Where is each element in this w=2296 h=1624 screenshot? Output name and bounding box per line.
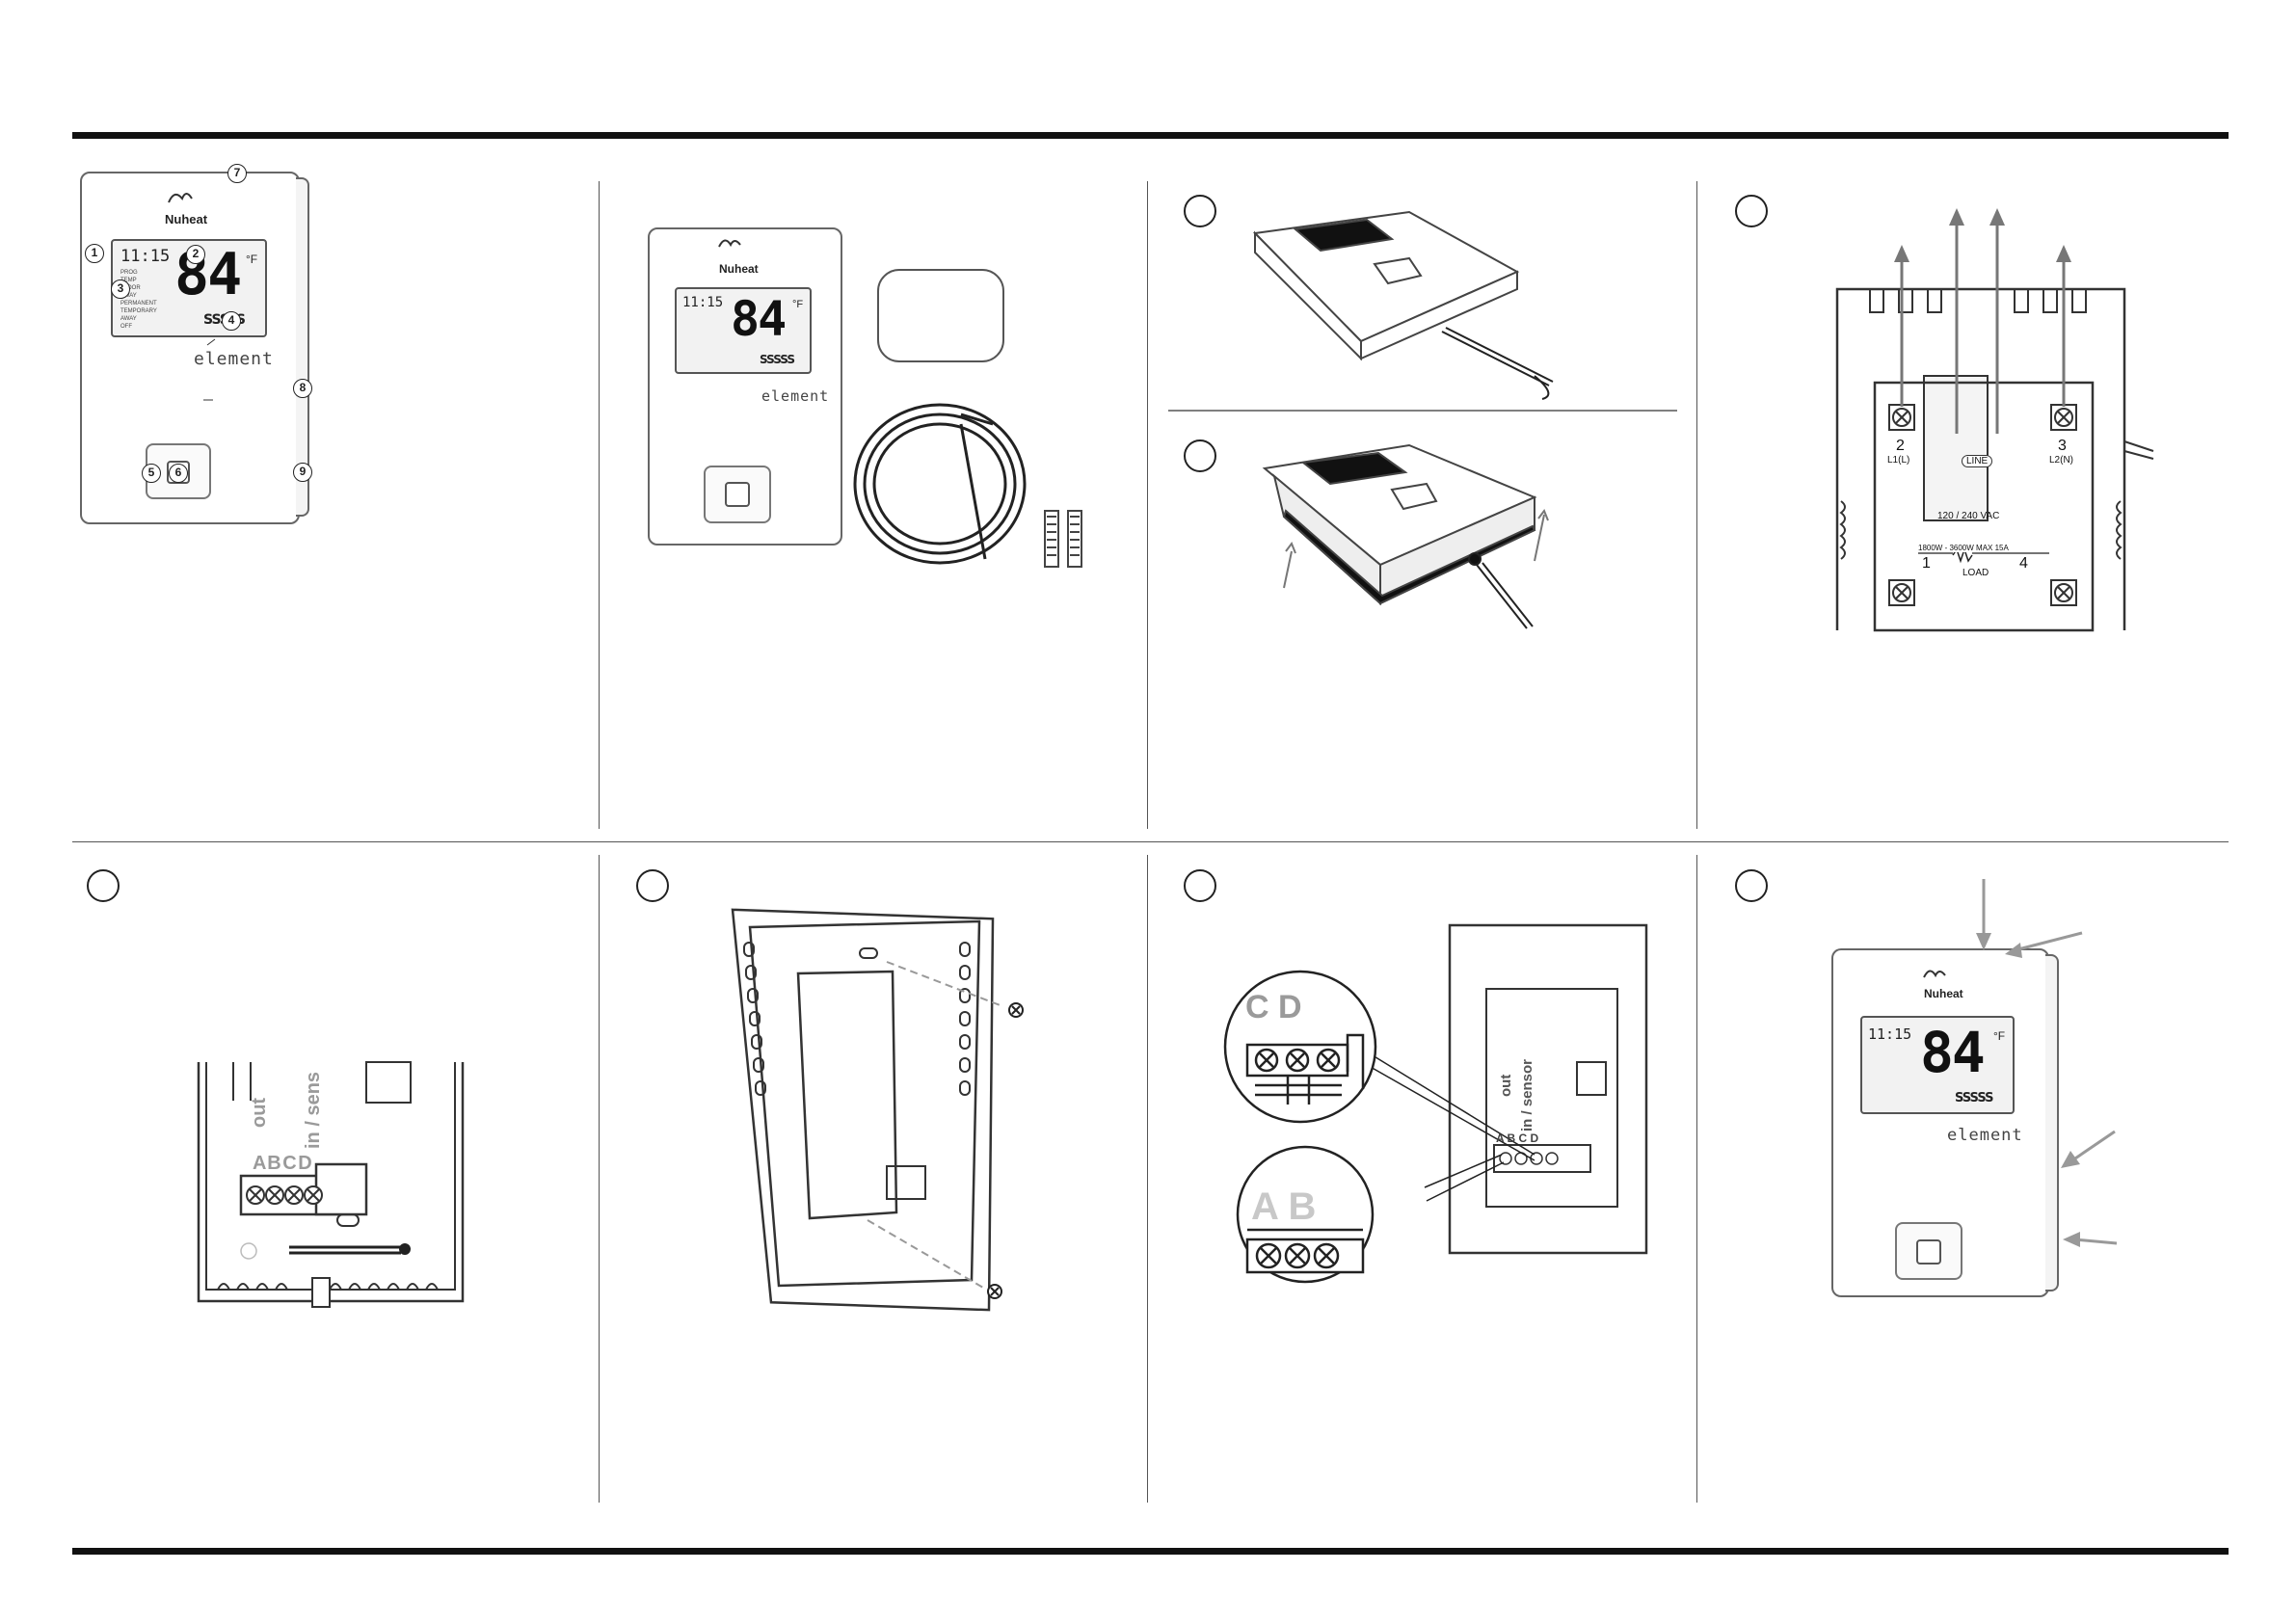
callout-3: 3: [111, 280, 130, 299]
terminal-2-number: 2: [1896, 438, 1905, 455]
contents-brand-label: Nuheat: [719, 262, 759, 276]
zoom-letters: A B C D: [1496, 1131, 1538, 1145]
terminal-4-number: 4: [2019, 555, 2028, 572]
tilted-thermostat-1: [1255, 212, 1517, 359]
sensor-out-label: out: [249, 1098, 271, 1128]
screwdriver-1: [1442, 328, 1553, 399]
screwdriver-2: [1469, 553, 1533, 628]
line-label: LINE: [1962, 455, 1992, 467]
sensor-zoom-drawing: [1168, 865, 1689, 1328]
contents-lcd-temperature: 84: [731, 291, 785, 347]
load-label: LOAD: [1962, 568, 1989, 578]
panel-overview: Nuheat 11:15 84 °F PROG TEMP FLOOR AWAY …: [72, 164, 593, 530]
callout-6: 6: [169, 464, 188, 483]
contents-lcd-unit: °F: [792, 299, 803, 310]
mounting-plate: [733, 910, 993, 1310]
bottom-rule: [72, 1548, 2229, 1555]
contents-model-label: element: [761, 387, 829, 405]
column-divider-1: [599, 181, 600, 829]
column-divider-2: [1147, 181, 1148, 829]
nuheat-logo-icon: [719, 240, 740, 247]
column-divider-3: [1696, 181, 1697, 829]
zoom-in-label: in / sensor: [1519, 1059, 1535, 1131]
assembled-lcd: 11:15 84 °F SSSSS: [1860, 1016, 2015, 1114]
floor-sensor-coil: [855, 405, 1025, 563]
panel-contents: Nuheat 11:15 84 °F SSSSS element: [636, 222, 1118, 569]
voltage-label: 120 / 240 VAC: [1937, 511, 1999, 521]
rating-label: 1800W - 3600W MAX 15A: [1918, 544, 2009, 552]
callout-2: 2: [186, 245, 205, 264]
panel-mounting: [627, 865, 1128, 1328]
callout-1: 1: [85, 244, 104, 263]
brand-label: Nuheat: [165, 212, 207, 226]
nuheat-logo-icon: [169, 194, 192, 202]
column-divider-5: [1147, 855, 1148, 1503]
contents-lcd: 11:15 84 °F SSSSS: [675, 287, 812, 374]
top-rule: [72, 132, 2229, 139]
panel-sensor-terminal: out in / sens A B C D: [77, 865, 578, 1328]
lcd-side-label-7: AWAY: [120, 316, 137, 323]
callout-5: 5: [142, 464, 161, 483]
lcd-side-label-8: OFF: [120, 324, 132, 331]
column-divider-4: [599, 855, 600, 1503]
terminal-2-label: L1(L): [1887, 455, 1909, 466]
lcd-time: 11:15: [120, 247, 170, 266]
zoom-ab-label: A B: [1251, 1185, 1316, 1229]
contents-lcd-time: 11:15: [682, 295, 723, 310]
contents-lcd-heat: SSSSS: [760, 353, 794, 366]
callout-7: 7: [227, 164, 247, 183]
sensor-letters: A B C D: [253, 1153, 310, 1175]
wire-nuts: [1045, 511, 1081, 567]
panel-wiring: 2 L1(L) 3 L2(N) LINE 120 / 240 VAC 1800W…: [1725, 183, 2227, 636]
zoom-cd-label: C D: [1245, 989, 1302, 1026]
lcd-side-label-1: PROG: [120, 270, 138, 277]
zoom-out-label: out: [1498, 1075, 1514, 1097]
assembled-lcd-heat: SSSSS: [1955, 1091, 1992, 1105]
assembled-model-label: element: [1947, 1126, 2023, 1145]
callout-4: 4: [222, 311, 241, 331]
assembled-button: [1916, 1239, 1941, 1265]
terminal-3-number: 3: [2058, 438, 2067, 455]
assembled-lcd-time: 11:15: [1868, 1025, 1911, 1043]
sensor-in-label: in / sens: [303, 1072, 325, 1149]
wall-plate-cover: [878, 270, 1003, 361]
column-divider-6: [1696, 855, 1697, 1503]
terminal-3-label: L2(N): [2049, 455, 2073, 466]
mounting-screws: [988, 1003, 1023, 1298]
faceplate-drawing: [1168, 183, 1689, 646]
contents-button: [725, 482, 750, 507]
lcd-side-label-6: TEMPORARY: [120, 308, 157, 315]
terminal-1-number: 1: [1922, 555, 1931, 572]
assembled-brand-label: Nuheat: [1924, 987, 1963, 1000]
callout-9: 9: [293, 463, 312, 482]
row-divider: [72, 841, 2229, 842]
panel-assembled: Nuheat 11:15 84 °F SSSSS element: [1725, 865, 2227, 1328]
model-label: element: [194, 349, 274, 369]
lcd-temperature: 84: [174, 241, 240, 308]
panel-sensor-zoom: C D A B out in / sensor A B C D: [1168, 865, 1689, 1328]
lcd-unit: °F: [246, 253, 257, 266]
mounting-drawing: [627, 865, 1128, 1328]
assembled-lcd-temperature: 84: [1920, 1020, 1984, 1085]
panel-remove-faceplate: [1168, 183, 1689, 646]
sensor-terminal-drawing: [77, 865, 578, 1328]
callout-8: 8: [293, 379, 312, 398]
lcd-side-label-5: PERMANENT: [120, 301, 157, 307]
assembled-lcd-unit: °F: [1993, 1029, 2005, 1043]
nuheat-logo-icon: [1924, 971, 1945, 977]
tilted-thermostat-2: [1265, 445, 1535, 603]
